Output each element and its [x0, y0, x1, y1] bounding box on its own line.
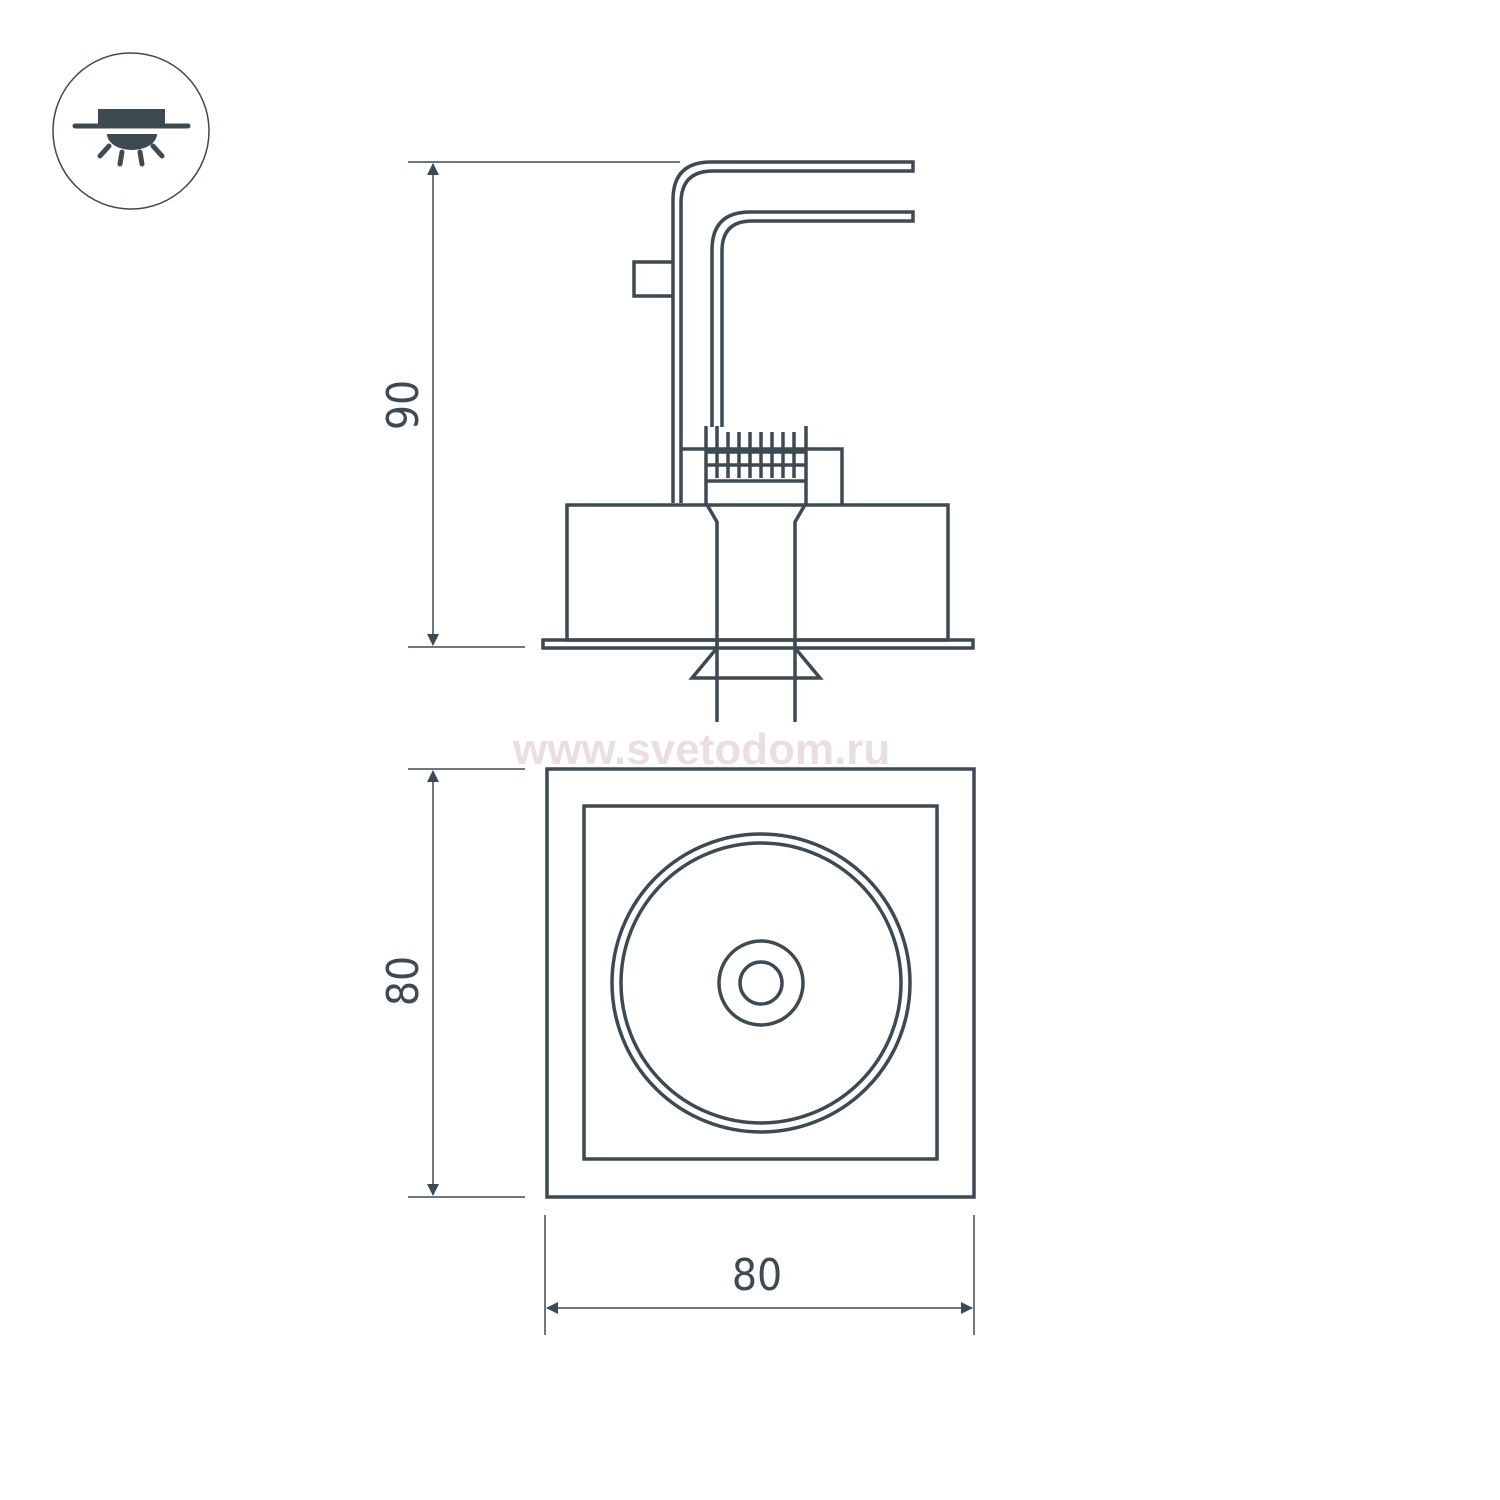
dimension-label-80-horizontal: 80 [732, 1250, 782, 1301]
recessed-ceiling-light-icon [52, 52, 210, 210]
dimension-height-side: 90 [378, 161, 680, 648]
watermark: www.svetodom.ru [512, 725, 890, 774]
dimension-width-top: 80 [544, 1215, 975, 1335]
connector-terminal [704, 426, 808, 722]
dimension-height-top: 80 [378, 768, 525, 1198]
dimension-label-80-vertical: 80 [378, 956, 429, 1006]
side-view [541, 160, 975, 722]
top-view [545, 767, 976, 1199]
dimension-label-90: 90 [378, 380, 429, 430]
